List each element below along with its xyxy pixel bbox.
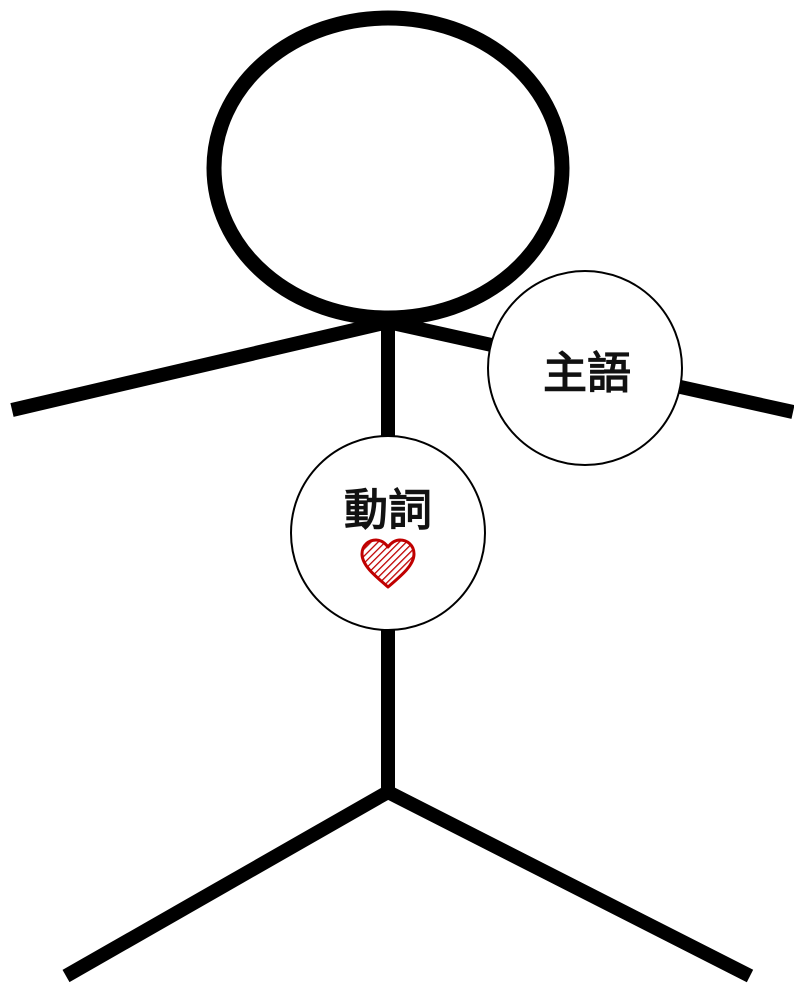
heart-icon [360,538,416,589]
head [206,10,570,326]
verb-bubble: 動詞 [290,435,486,631]
right-leg [384,785,754,983]
left-leg [62,785,392,983]
subject-bubble: 主語 [487,270,683,466]
subject-label: 主語 [543,348,631,399]
left-arm [10,315,390,417]
verb-label: 動詞 [344,485,432,536]
